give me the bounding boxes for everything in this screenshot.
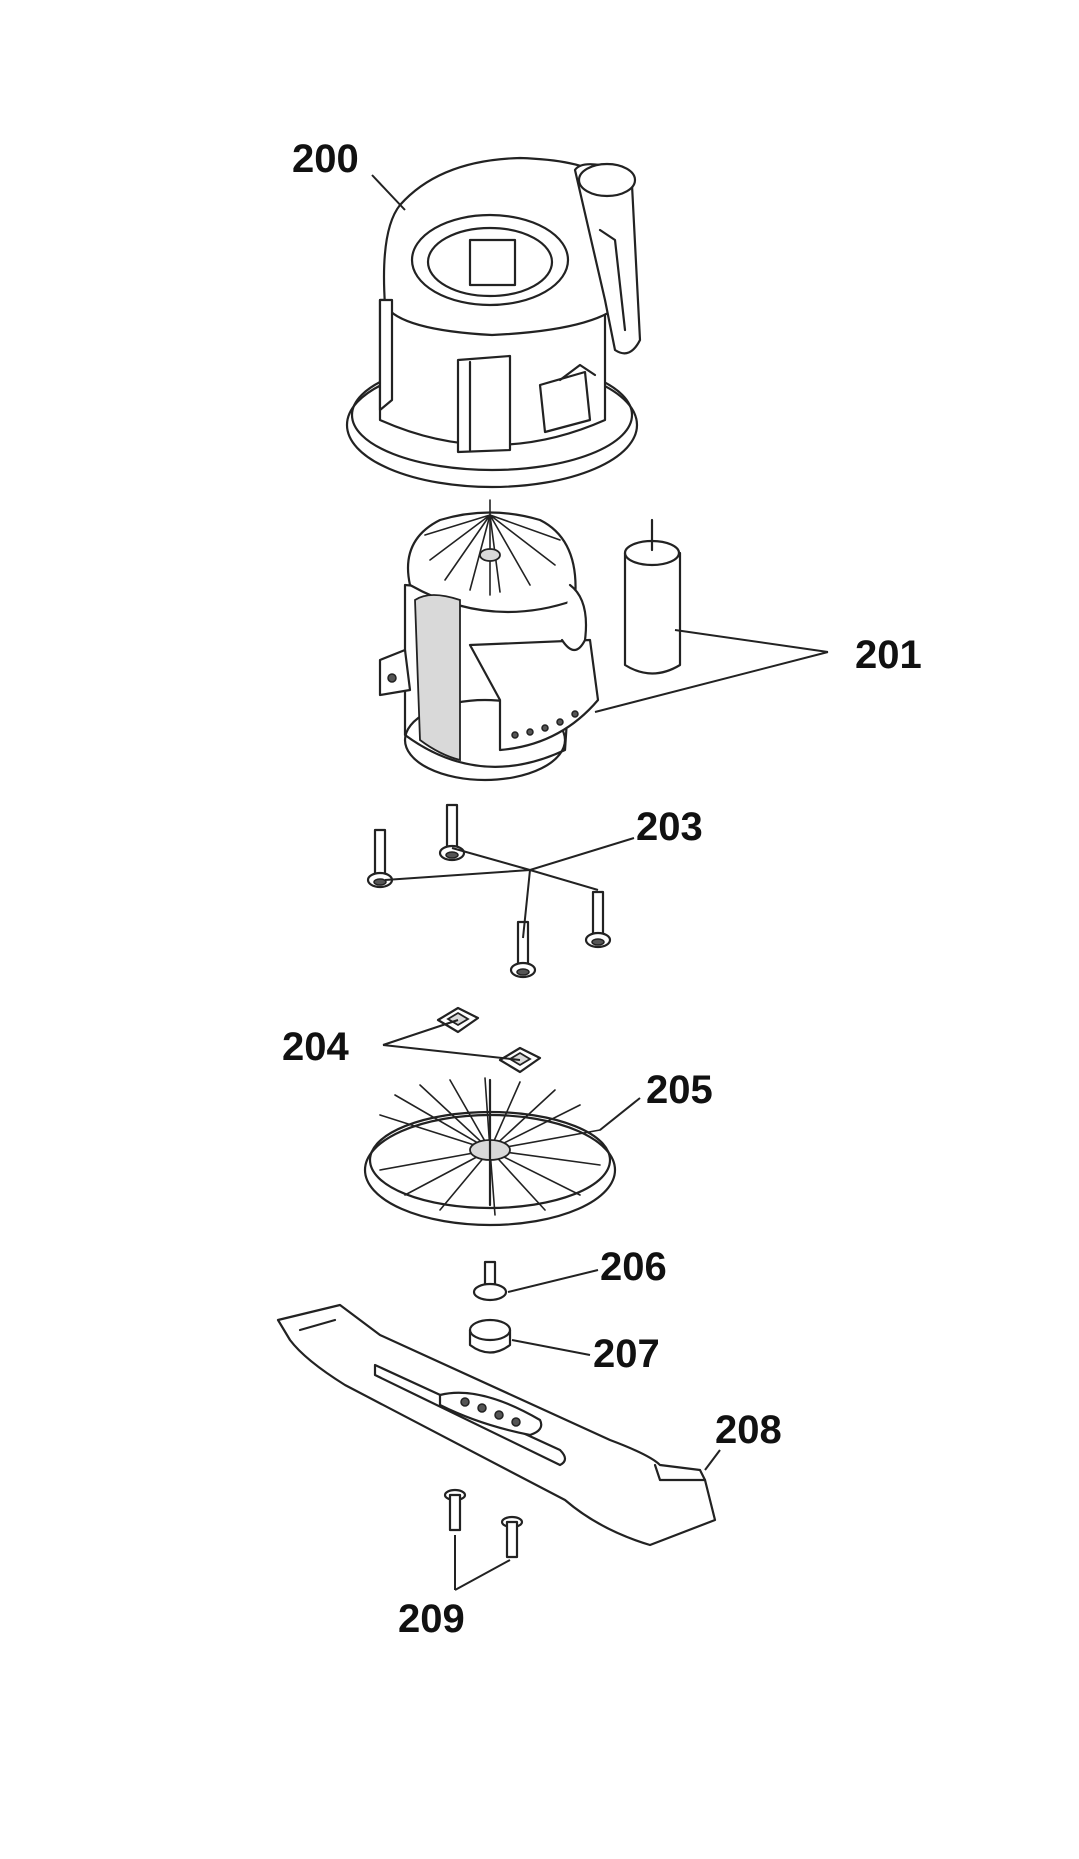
label-204: 204 [282,1025,349,1069]
label-208: 208 [715,1408,782,1452]
label-205: 205 [646,1068,713,1112]
fan-wheel-205 [363,1077,617,1227]
nuts-204 [436,1006,542,1074]
motor-201 [378,499,682,782]
bolt-206 [472,1260,508,1302]
label-200: 200 [292,137,359,181]
part-labels: 200 201 203 204 205 206 207 208 209 [282,137,922,1641]
blade-208 [276,1303,717,1547]
blade-screws-209 [443,1488,524,1559]
spacer-207 [468,1318,512,1354]
leader-lines [371,174,829,1591]
screws-203 [366,803,612,979]
label-201: 201 [855,633,922,677]
label-209: 209 [398,1597,465,1641]
label-206: 206 [600,1245,667,1289]
label-207: 207 [593,1332,660,1376]
motor-housing-200 [345,156,642,489]
label-203: 203 [636,805,703,849]
